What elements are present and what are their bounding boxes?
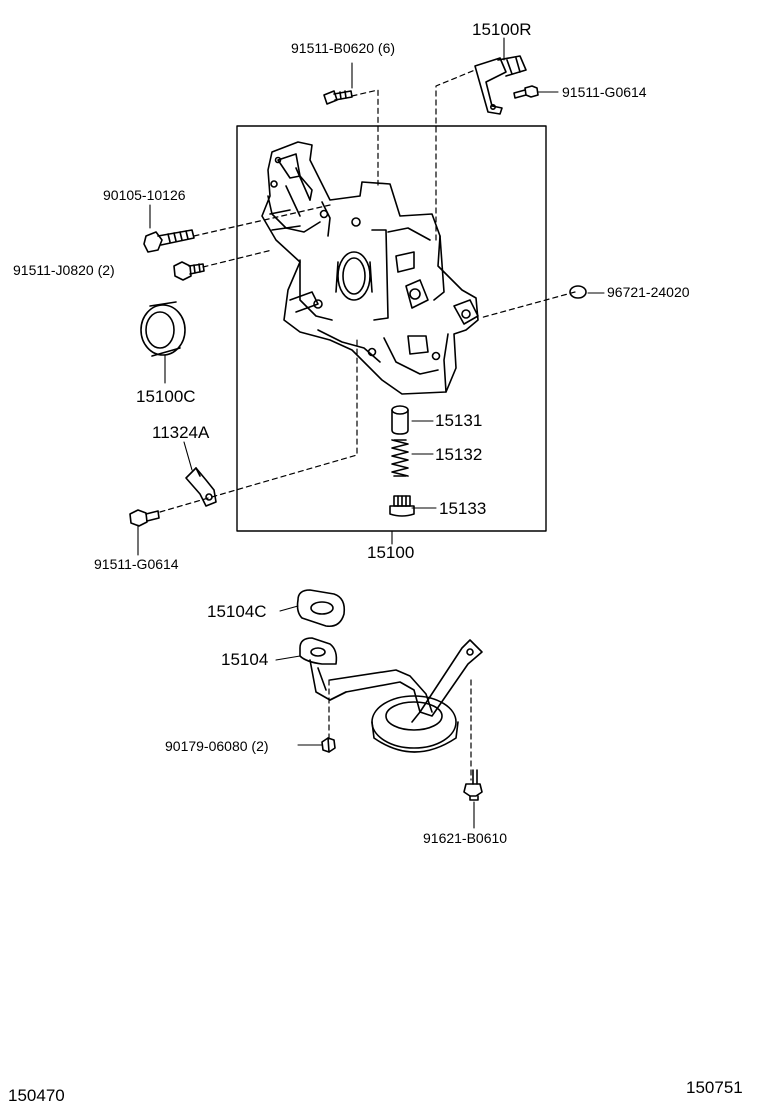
gasket-icon bbox=[296, 589, 346, 628]
label-gasket: 15104C bbox=[207, 602, 267, 621]
label-bolt-top: 91511-B0620 (6) bbox=[291, 40, 396, 56]
short-bolt-icon bbox=[173, 261, 205, 281]
dashed-leaders bbox=[159, 69, 576, 781]
label-pump-assy: 15100 bbox=[367, 543, 415, 562]
label-bolt-long: 90105-10126 bbox=[103, 187, 186, 203]
bracket-icon bbox=[185, 467, 217, 507]
label-bracket: 11324A bbox=[152, 423, 210, 442]
relief-spring-icon bbox=[391, 439, 409, 477]
label-sensor: 15100R bbox=[472, 20, 532, 39]
o-ring-icon bbox=[569, 285, 587, 299]
label-strainer-bolt: 91621-B0610 bbox=[423, 830, 508, 846]
long-bolt-icon bbox=[143, 229, 195, 253]
label-spring: 15132 bbox=[435, 445, 483, 464]
label-seal: 15100C bbox=[136, 387, 196, 406]
cam-sensor-icon bbox=[474, 55, 527, 115]
strainer-bolt-icon bbox=[463, 769, 483, 801]
label-plug: 15133 bbox=[439, 499, 487, 518]
reference-number-right: 150751 bbox=[686, 1078, 743, 1097]
label-nut: 90179-06080 (2) bbox=[165, 738, 269, 754]
label-bolt-short: 91511-J0820 (2) bbox=[13, 262, 115, 278]
oil-strainer-icon bbox=[299, 637, 483, 753]
bracket-bolt-icon bbox=[129, 509, 160, 527]
sensor-bolt-icon bbox=[513, 85, 539, 99]
label-bracket-bolt: 91511-G0614 bbox=[94, 556, 179, 572]
reference-number-left: 150470 bbox=[8, 1086, 65, 1105]
oil-seal-icon bbox=[140, 301, 186, 357]
oil-pump-body-icon bbox=[261, 141, 479, 395]
relief-valve-icon bbox=[391, 405, 409, 435]
label-sensor-bolt: 91511-G0614 bbox=[562, 84, 647, 100]
solid-leaders bbox=[137, 37, 605, 829]
label-valve: 15131 bbox=[435, 411, 483, 430]
nut-icon bbox=[321, 737, 336, 753]
bolt-top-icon bbox=[323, 90, 353, 105]
label-strainer: 15104 bbox=[221, 650, 269, 669]
label-oring: 96721-24020 bbox=[607, 284, 690, 300]
plug-icon bbox=[389, 495, 415, 517]
